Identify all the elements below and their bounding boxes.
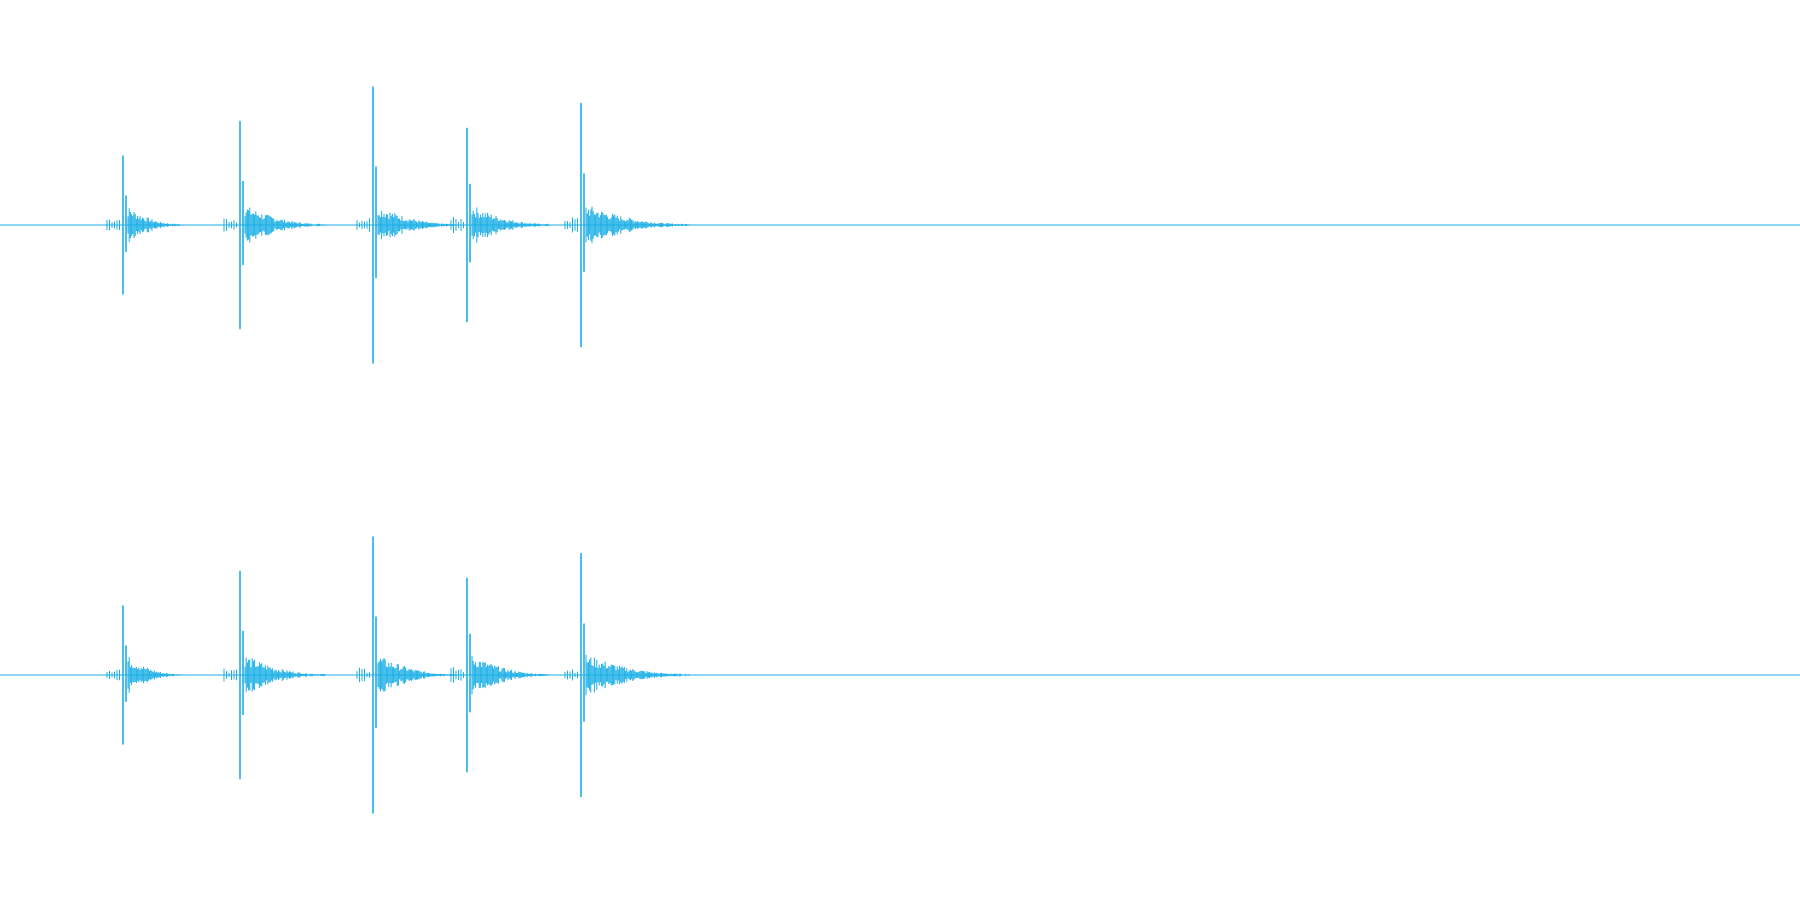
waveform-decay	[127, 208, 181, 242]
waveform-decay	[377, 210, 456, 240]
waveform-decay	[471, 207, 550, 243]
waveform-decay	[585, 654, 690, 696]
channel-right-waveform	[0, 536, 1800, 814]
waveform-decay	[127, 657, 181, 693]
waveform-decay	[244, 657, 325, 693]
channel-left-waveform	[0, 86, 1800, 364]
waveform-decay	[244, 207, 325, 243]
waveform-decay	[377, 658, 456, 692]
waveform-decay	[471, 655, 550, 695]
waveform-decay	[585, 206, 690, 244]
